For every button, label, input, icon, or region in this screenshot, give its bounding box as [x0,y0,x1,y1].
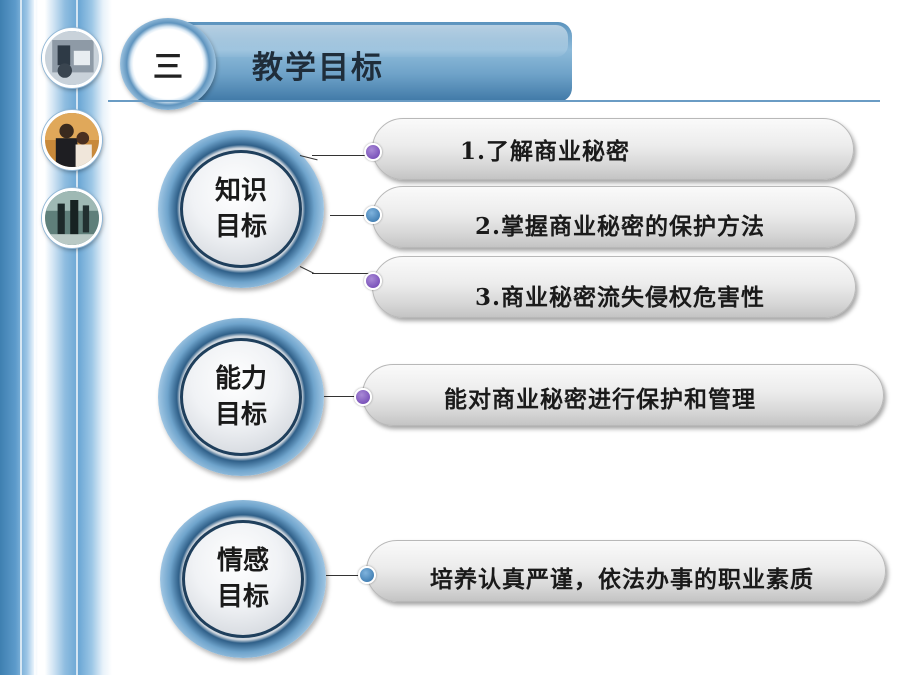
ring-inner [180,338,302,456]
ring-label: 情感 目标 [160,500,326,658]
left-decorative-bar [0,0,112,675]
ring-label-line2: 目标 [216,582,269,612]
goal-item-pill [362,364,884,426]
ring-label: 知识 目标 [158,130,324,288]
ring-label-line1: 情感 [216,546,269,576]
goal-item-text: 能对商业秘密进行保护和管理 [444,386,756,413]
connector-line [330,215,370,216]
ring-label-line2: 目标 [214,400,267,430]
goal-item-text: 3.商业秘密流失侵权危害性 [474,284,765,311]
ring-inner [180,150,302,268]
header-divider [108,100,880,102]
walking-people-photo [42,188,102,248]
business-people-photo [42,28,102,88]
meeting-photo [42,110,102,170]
goal-item-pill [372,256,856,318]
bar-stripe [20,0,22,675]
header-bar-shine [154,25,568,57]
connector-line [312,273,370,274]
connector-line [324,396,360,397]
ring-inner [182,520,304,638]
knowledge-goal-circle: 知识 目标 [158,130,324,288]
bullet-dot [358,566,376,584]
goal-item-text: 培养认真严谨，依法办事的职业素质 [430,566,814,593]
ability-goal-circle: 能力 目标 [158,318,324,476]
ring-label-line2: 目标 [214,212,267,242]
ring-label-line1: 能力 [214,364,267,394]
header-bar [150,22,572,102]
ring-label: 能力 目标 [158,318,324,476]
goal-item-pill [372,186,856,248]
bar-stripe [34,0,36,675]
bullet-dot [354,388,372,406]
bullet-dot [364,143,382,161]
goal-item-text: 1.了解商业秘密 [459,138,630,165]
bullet-dot [364,206,382,224]
goal-item-text: 2.掌握商业秘密的保护方法 [474,213,765,240]
goal-item-pill [366,540,886,602]
section-number: 三 [153,50,183,85]
section-number-circle [120,18,216,110]
bar-stripe [76,0,78,675]
goal-item-pill [372,118,854,180]
ring-label-line1: 知识 [214,176,267,206]
bullet-dot [364,272,382,290]
connector-line [312,155,370,156]
connector-line [326,575,364,576]
emotion-goal-circle: 情感 目标 [160,500,326,658]
page-title: 教学目标 [252,50,384,86]
